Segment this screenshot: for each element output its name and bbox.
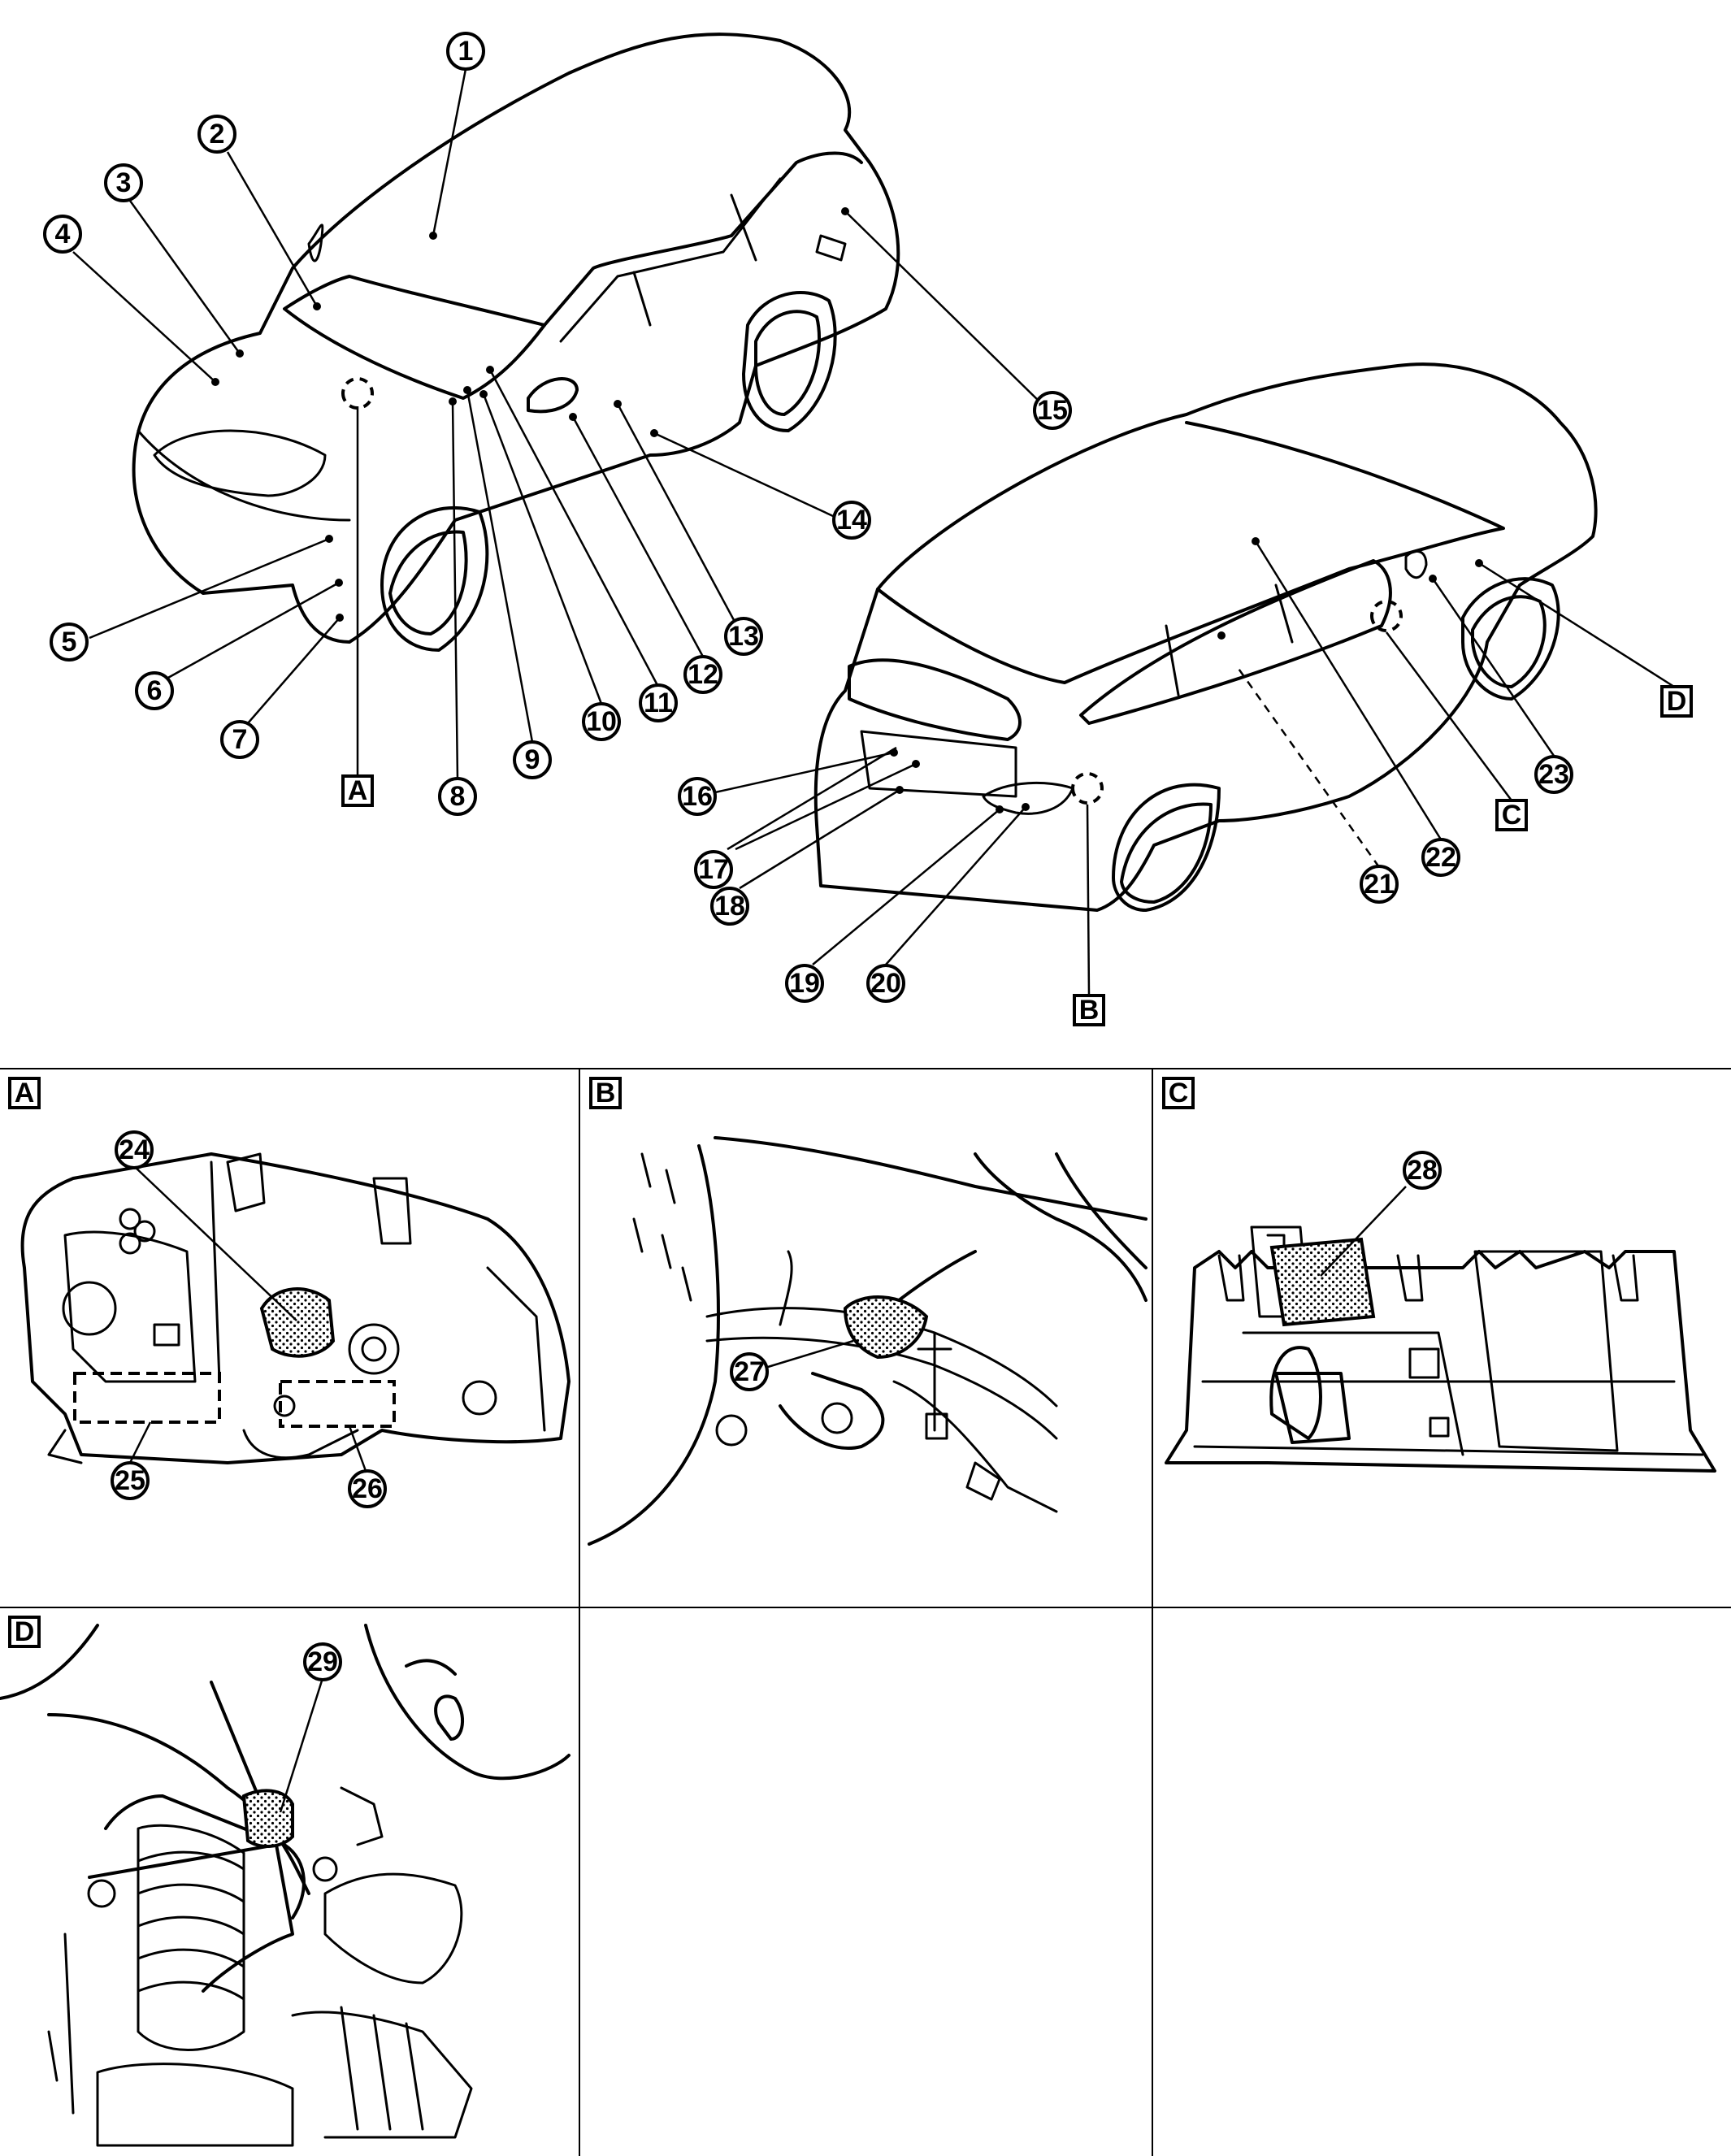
svg-text:8: 8 (450, 781, 466, 812)
svg-text:5: 5 (62, 627, 77, 657)
callout-6: 6 (135, 671, 174, 710)
svg-text:27: 27 (734, 1356, 765, 1387)
callout-3: 3 (104, 163, 143, 202)
control-unit-floor-illustration (1165, 1186, 1716, 1473)
svg-text:3: 3 (116, 167, 132, 198)
svg-text:6: 6 (147, 675, 163, 706)
callout-leaders (72, 68, 1675, 996)
svg-text:B: B (596, 1078, 616, 1108)
detail-b-panel: B 27 (588, 1077, 1147, 1546)
svg-text:A: A (15, 1078, 35, 1108)
callout-29: 29 (303, 1642, 342, 1681)
svg-text:21: 21 (1364, 869, 1395, 900)
svg-text:2: 2 (210, 119, 225, 150)
svg-text:22: 22 (1425, 842, 1456, 873)
callout-26: 26 (348, 1469, 387, 1508)
detail-marker-c: C (1495, 799, 1528, 831)
callout-19: 19 (785, 964, 824, 1003)
svg-text:18: 18 (714, 891, 745, 922)
callout-16: 16 (678, 777, 717, 816)
detail-grid-frame (0, 1068, 1731, 2156)
svg-text:13: 13 (728, 621, 759, 652)
callout-5: 5 (50, 623, 89, 662)
callout-7: 7 (220, 720, 259, 759)
svg-text:C: C (1502, 800, 1522, 831)
callout-12: 12 (683, 655, 722, 694)
callout-25: 25 (111, 1461, 150, 1500)
callout-14: 14 (832, 501, 871, 540)
detail-c-panel: C 28 (1162, 1077, 1716, 1473)
detail-b-label: B (589, 1077, 622, 1109)
callout-23: 23 (1534, 755, 1573, 794)
svg-text:1: 1 (458, 36, 474, 67)
svg-text:9: 9 (525, 744, 540, 775)
svg-text:23: 23 (1538, 759, 1569, 790)
callout-24: 24 (115, 1130, 154, 1169)
detail-a-panel: A 24 25 26 (8, 1077, 570, 1508)
front-vehicle-illustration (132, 33, 900, 652)
svg-text:C: C (1169, 1078, 1189, 1108)
headlamp-assembly-illustration (20, 1152, 570, 1472)
svg-text:14: 14 (836, 505, 867, 536)
callout-15: 15 (1033, 391, 1072, 430)
callout-28: 28 (1403, 1151, 1442, 1190)
svg-text:29: 29 (307, 1646, 338, 1677)
svg-text:11: 11 (644, 688, 673, 718)
svg-text:D: D (15, 1616, 35, 1647)
detail-marker-d: D (1660, 685, 1693, 718)
detail-marker-a: A (341, 774, 374, 807)
callout-2: 2 (197, 115, 236, 154)
front-height-sensor-illustration (0, 1624, 570, 2147)
callout-11: 11 (639, 683, 678, 722)
svg-text:10: 10 (586, 706, 617, 737)
svg-text:D: D (1667, 686, 1687, 717)
svg-text:4: 4 (55, 219, 71, 249)
callout-13: 13 (724, 617, 763, 656)
callout-20: 20 (866, 964, 905, 1003)
svg-text:15: 15 (1037, 395, 1068, 426)
callout-22: 22 (1421, 838, 1460, 877)
svg-text:28: 28 (1407, 1155, 1438, 1186)
svg-text:20: 20 (870, 968, 901, 999)
svg-text:26: 26 (352, 1473, 383, 1504)
callout-1: 1 (446, 32, 485, 71)
callout-18: 18 (710, 887, 749, 926)
callout-27: 27 (730, 1352, 769, 1391)
rear-vehicle-illustration (813, 362, 1598, 912)
detail-d-label: D (8, 1616, 41, 1648)
callout-8: 8 (438, 777, 477, 816)
detail-a-label: A (8, 1077, 41, 1109)
callout-21: 21 (1360, 865, 1399, 904)
svg-text:7: 7 (232, 724, 248, 755)
svg-text:17: 17 (698, 854, 729, 885)
callout-17: 17 (694, 850, 733, 889)
svg-text:25: 25 (115, 1465, 145, 1496)
svg-text:A: A (348, 775, 368, 806)
svg-text:19: 19 (789, 968, 820, 999)
svg-text:B: B (1079, 995, 1100, 1026)
detail-d-panel: D 29 (0, 1616, 570, 2147)
svg-text:24: 24 (119, 1134, 150, 1165)
svg-text:12: 12 (688, 659, 718, 690)
detail-c-label: C (1162, 1077, 1195, 1109)
callout-9: 9 (513, 740, 552, 779)
detail-marker-b: B (1073, 994, 1105, 1026)
callout-10: 10 (582, 702, 621, 741)
rear-height-sensor-illustration (588, 1136, 1147, 1546)
svg-text:16: 16 (682, 781, 713, 812)
callout-4: 4 (43, 215, 82, 254)
